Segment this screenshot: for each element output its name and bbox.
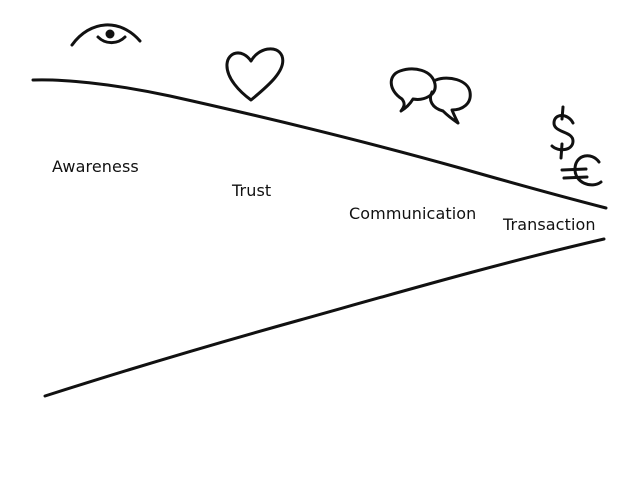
- eye-icon: [70, 23, 142, 47]
- euro-icon: [560, 154, 603, 187]
- stage-label-transaction: Transaction: [503, 215, 596, 234]
- stage-label-awareness: Awareness: [52, 157, 139, 176]
- funnel-top-line: [31, 78, 608, 210]
- dollar-icon: [550, 105, 575, 160]
- stage-label-trust: Trust: [232, 181, 272, 200]
- speech-bubbles-icon: [389, 67, 472, 125]
- funnel-bottom-line: [43, 237, 606, 398]
- heart-icon: [225, 47, 285, 102]
- stage-label-communication: Communication: [349, 204, 477, 223]
